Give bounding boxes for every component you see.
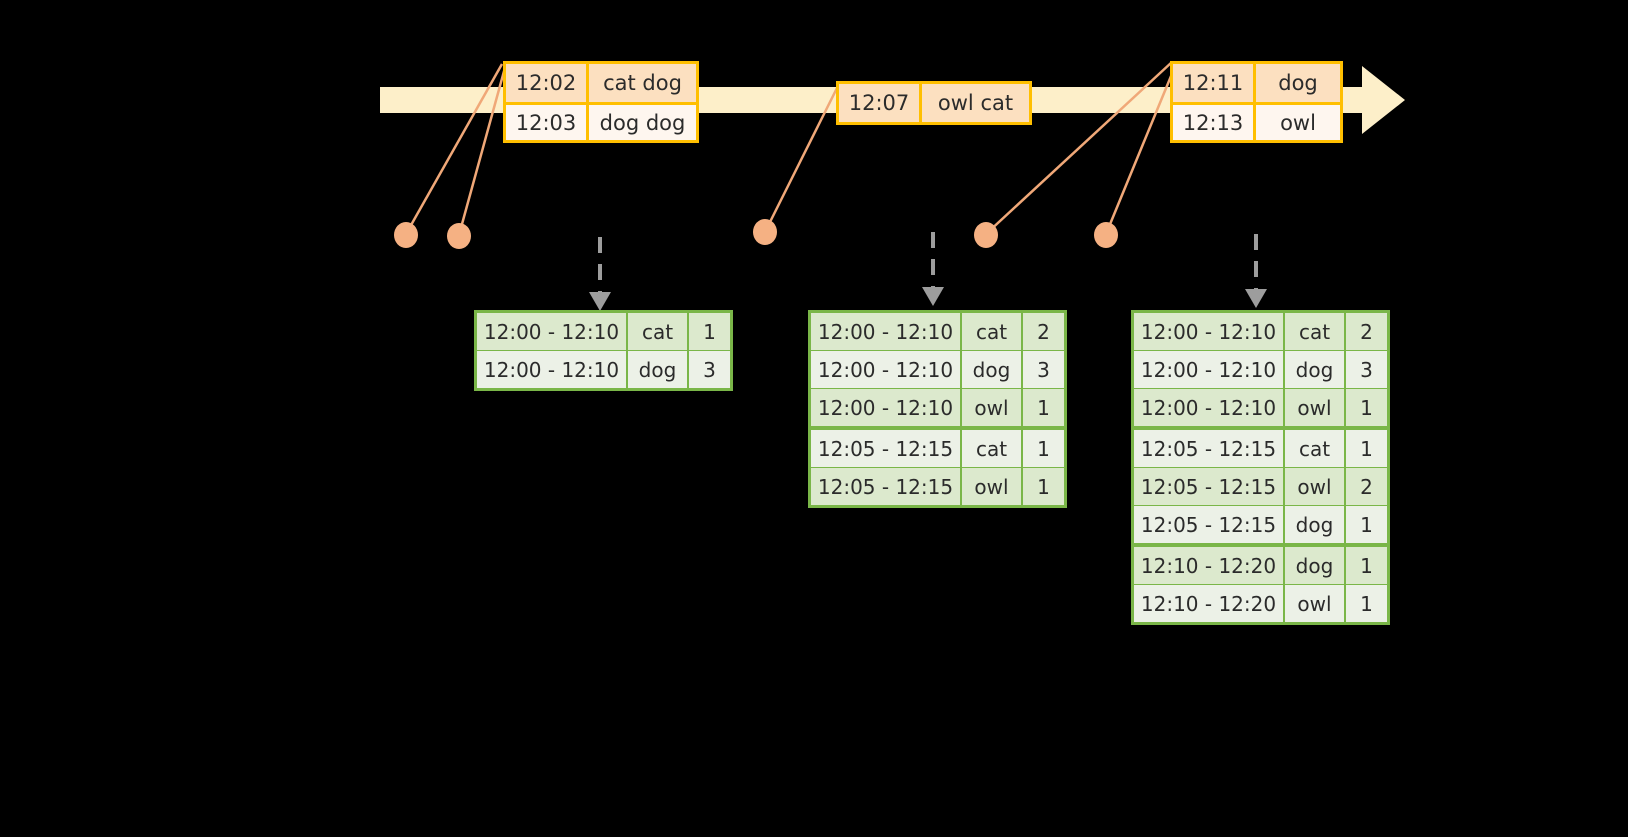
event-time: 12:03 xyxy=(506,105,589,140)
word-cell: dog xyxy=(962,351,1021,388)
event-time: 12:02 xyxy=(506,64,589,102)
event-time: 12:07 xyxy=(839,84,922,122)
window-cell: 12:05 - 12:15 xyxy=(811,468,960,505)
count-cell: 1 xyxy=(1346,389,1387,426)
window-cell: 12:10 - 12:20 xyxy=(1134,585,1283,622)
count-cell: 3 xyxy=(689,351,730,388)
stream-dot-5 xyxy=(1094,222,1118,248)
count-cell: 1 xyxy=(1346,585,1387,622)
window-cell: 12:00 - 12:10 xyxy=(811,351,960,388)
count-cell: 1 xyxy=(1023,389,1064,426)
emit-arrow-3 xyxy=(1245,234,1267,308)
event-time: 12:13 xyxy=(1173,105,1256,140)
event-time: 12:11 xyxy=(1173,64,1256,102)
stream-dots xyxy=(394,219,1118,249)
word-cell: cat xyxy=(1285,313,1344,350)
count-cell: 3 xyxy=(1346,351,1387,388)
word-cell: cat xyxy=(962,430,1021,467)
event-row: 12:03 dog dog xyxy=(506,102,696,140)
event-row: 12:11 dog xyxy=(1173,64,1340,102)
event-row: 12:02 cat dog xyxy=(506,64,696,102)
event-words: owl cat xyxy=(922,84,1029,122)
emit-arrow-1 xyxy=(589,237,611,311)
event-words: cat dog xyxy=(589,64,696,102)
event-box-3[interactable]: 12:11 dog 12:13 owl xyxy=(1170,61,1343,143)
event-words: dog xyxy=(1256,64,1340,102)
word-cell: dog xyxy=(1285,351,1344,388)
window-cell: 12:00 - 12:10 xyxy=(1134,389,1283,426)
stream-dot-2 xyxy=(447,223,471,249)
count-cell: 3 xyxy=(1023,351,1064,388)
word-cell: cat xyxy=(628,313,687,350)
window-cell: 12:05 - 12:15 xyxy=(1134,506,1283,543)
word-cell: owl xyxy=(962,468,1021,505)
count-cell: 2 xyxy=(1023,313,1064,350)
count-cell: 2 xyxy=(1346,468,1387,505)
stream-dot-1 xyxy=(394,222,418,248)
count-cell: 1 xyxy=(1346,430,1387,467)
word-cell: owl xyxy=(1285,468,1344,505)
word-cell: owl xyxy=(962,389,1021,426)
count-cell: 1 xyxy=(689,313,730,350)
window-cell: 12:00 - 12:10 xyxy=(811,389,960,426)
count-cell: 1 xyxy=(1023,468,1064,505)
event-box-1[interactable]: 12:02 cat dog 12:03 dog dog xyxy=(503,61,699,143)
window-cell: 12:05 - 12:15 xyxy=(1134,468,1283,505)
event-words: owl xyxy=(1256,105,1340,140)
event-box-2[interactable]: 12:07 owl cat xyxy=(836,81,1032,125)
window-cell: 12:00 - 12:10 xyxy=(1134,313,1283,350)
word-cell: owl xyxy=(1285,585,1344,622)
window-cell: 12:05 - 12:15 xyxy=(1134,430,1283,467)
emit-arrow-2 xyxy=(922,232,944,306)
stream-dot-4 xyxy=(974,222,998,248)
window-cell: 12:10 - 12:20 xyxy=(1134,547,1283,584)
event-row: 12:07 owl cat xyxy=(839,84,1029,122)
count-cell: 1 xyxy=(1346,506,1387,543)
window-cell: 12:00 - 12:10 xyxy=(477,351,626,388)
count-cell: 2 xyxy=(1346,313,1387,350)
emit-arrows xyxy=(589,232,1267,311)
word-cell: dog xyxy=(1285,506,1344,543)
word-cell: cat xyxy=(962,313,1021,350)
count-cell: 1 xyxy=(1023,430,1064,467)
word-cell: dog xyxy=(628,351,687,388)
window-cell: 12:05 - 12:15 xyxy=(811,430,960,467)
window-cell: 12:00 - 12:10 xyxy=(811,313,960,350)
stream-dot-3 xyxy=(753,219,777,245)
window-cell: 12:00 - 12:10 xyxy=(477,313,626,350)
word-cell: dog xyxy=(1285,547,1344,584)
word-cell: owl xyxy=(1285,389,1344,426)
event-words: dog dog xyxy=(589,105,696,140)
event-row: 12:13 owl xyxy=(1173,102,1340,140)
count-cell: 1 xyxy=(1346,547,1387,584)
window-cell: 12:00 - 12:10 xyxy=(1134,351,1283,388)
word-cell: cat xyxy=(1285,430,1344,467)
